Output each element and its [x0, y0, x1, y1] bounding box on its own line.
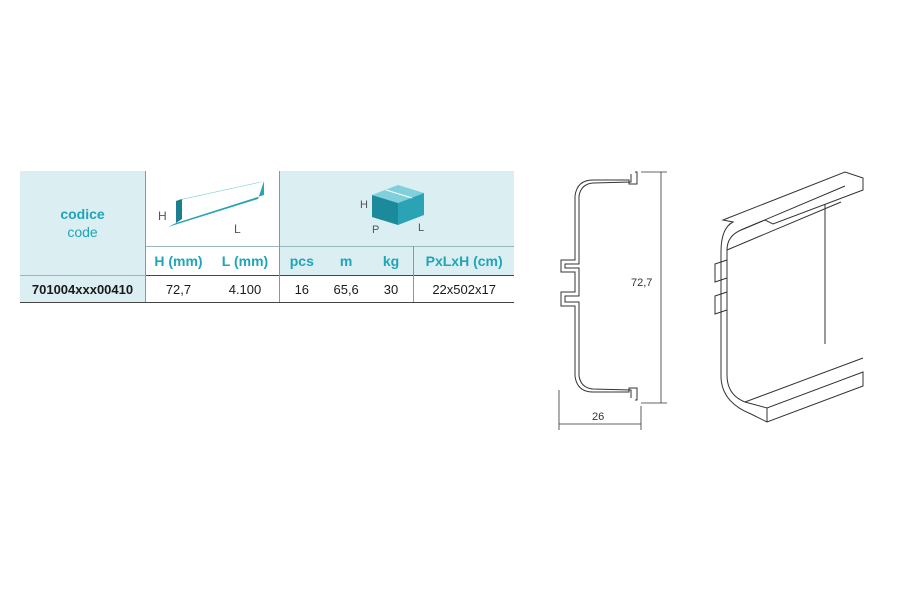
profile-perspective-drawing [714, 171, 864, 423]
row-kg: 30 [368, 275, 415, 303]
box-left-face [372, 195, 398, 225]
profile-h-label: H [158, 209, 167, 223]
col-h-mm: H (mm) [145, 246, 211, 276]
table-row: 701004xxx00410 72,7 4.100 16 65,6 30 22x… [20, 275, 514, 303]
package-box-icon: H P L [360, 185, 424, 236]
row-l: 4.100 [210, 275, 280, 303]
box-h-label: H [360, 199, 368, 211]
profile-end-face [176, 199, 182, 223]
col-m: m [323, 246, 369, 276]
box-tape-line [385, 189, 413, 199]
col-pxlxh: PxLxH (cm) [413, 246, 514, 276]
row-code: 701004xxx00410 [20, 275, 146, 303]
profile-l-label: L [234, 222, 241, 236]
spec-table: codice code H L H P L H (mm) [20, 171, 514, 303]
row-m: 65,6 [323, 275, 369, 303]
row-pcs: 16 [279, 275, 324, 303]
box-icon-cell: H P L [279, 171, 514, 247]
row-h: 72,7 [145, 275, 211, 303]
profile-top-face [176, 181, 264, 201]
col-pcs: pcs [279, 246, 324, 276]
row-pxlxh: 22x502x17 [413, 275, 514, 303]
width-dim-label: 26 [592, 411, 604, 423]
profile-icon-cell: H L [145, 171, 280, 247]
box-right-face [398, 193, 424, 225]
profile-drawings: 72,7 26 [558, 171, 864, 430]
cross-section-drawing [560, 171, 638, 401]
code-label-it: codice [60, 206, 105, 222]
col-l-mm: L (mm) [210, 246, 280, 276]
code-label-en: code [67, 224, 98, 240]
box-l-label: L [418, 222, 424, 234]
width-dimension [558, 390, 642, 430]
profile-shape [168, 181, 264, 227]
col-kg: kg [368, 246, 415, 276]
height-dimension [641, 171, 667, 404]
code-header-cell: codice code [20, 171, 146, 276]
profile-length-icon: H L [158, 181, 264, 236]
box-p-label: P [372, 224, 379, 236]
height-dim-label: 72,7 [631, 277, 652, 289]
